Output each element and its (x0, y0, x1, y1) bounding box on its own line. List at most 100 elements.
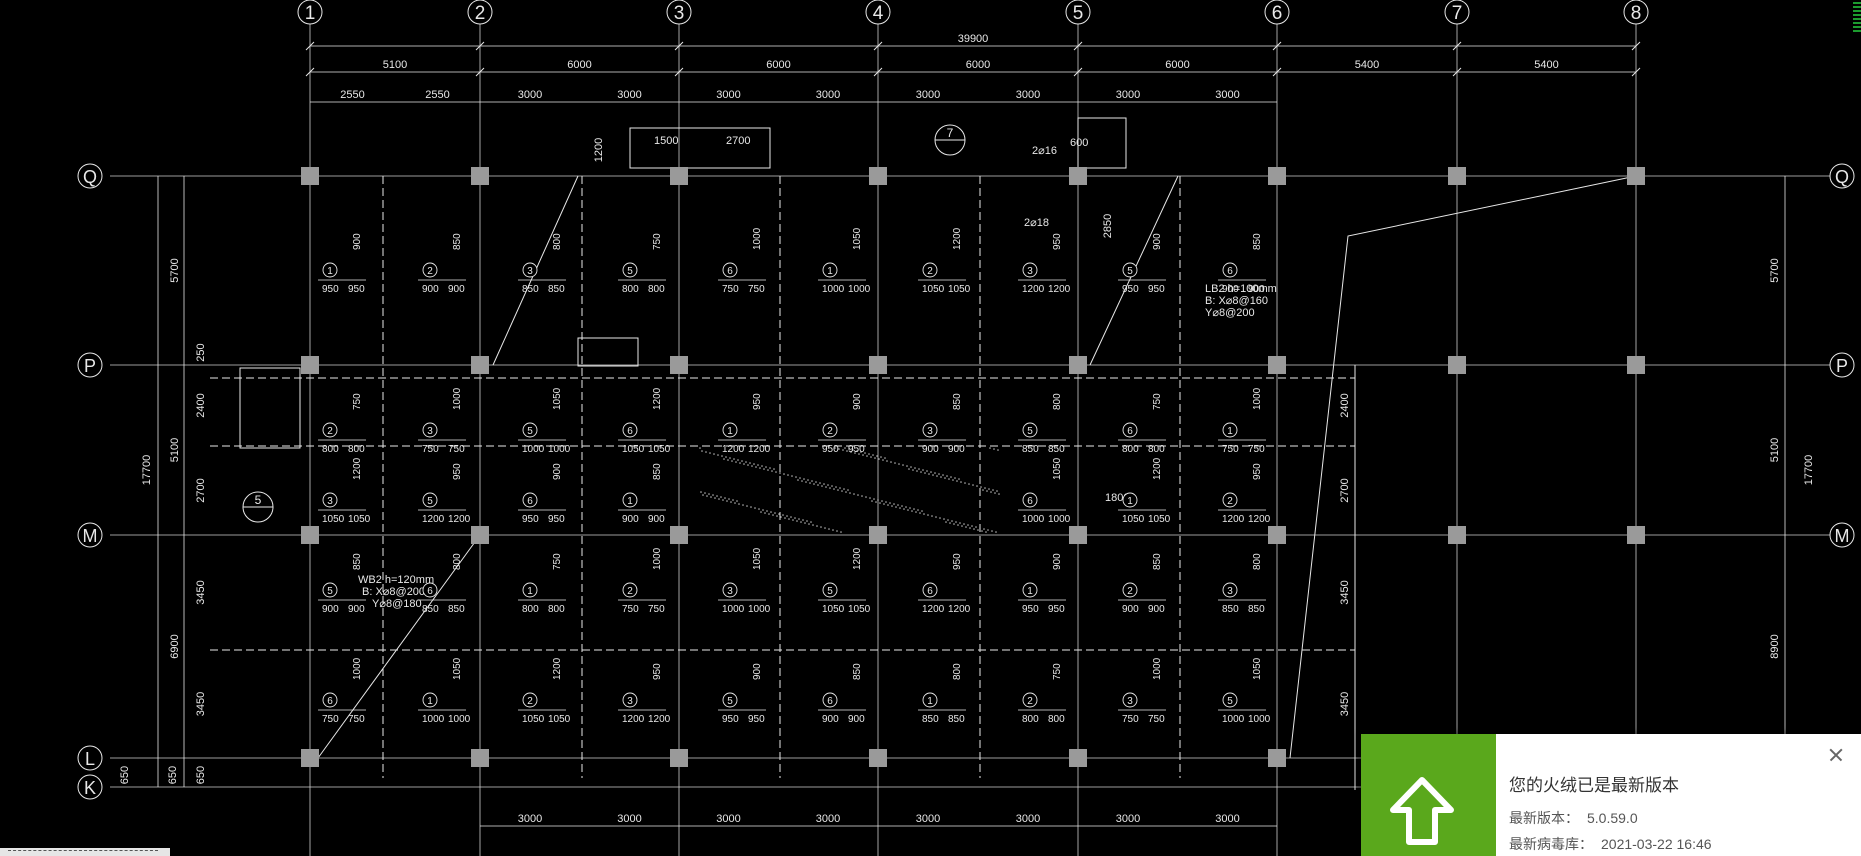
col-axis-bubble (666, 0, 692, 25)
slab-mark-number: 3 (427, 426, 433, 437)
dim-tick (1452, 41, 1462, 51)
rebar-value: 750 (648, 604, 665, 615)
opening-box (577, 337, 639, 367)
rebar-value: 900 (648, 514, 665, 525)
hatch-dot (912, 469, 914, 471)
note-text: 1500 (654, 135, 678, 147)
slab-mark (922, 422, 938, 438)
close-icon[interactable] (1825, 744, 1847, 766)
hatch-dot (733, 458, 735, 460)
hatch-dot (840, 531, 842, 533)
hatch-dot (968, 483, 970, 485)
hatch-dot (931, 515, 933, 517)
rebar-value: 1050 (1052, 457, 1063, 480)
hatch-dot (701, 450, 703, 452)
dim-sub: 3000 (716, 89, 740, 101)
version-label: 最新版本： (1509, 810, 1579, 826)
column (1069, 167, 1087, 185)
note-text: Y⌀8@180 (372, 598, 422, 610)
hatch-dot (754, 507, 756, 509)
col-axis-bubble (1623, 0, 1649, 25)
hatch-dot (877, 499, 879, 501)
hatch-dot (990, 491, 992, 493)
hatch-dot (985, 531, 987, 533)
slab-mark (522, 692, 538, 708)
hatch-dot (742, 504, 744, 506)
slab-mark-number: 2 (327, 426, 333, 437)
hatch-dot (948, 478, 950, 480)
hatch-dot (794, 517, 796, 519)
hatch-dot (829, 487, 831, 489)
slab-mark (922, 692, 938, 708)
row-axis-bubble (77, 522, 103, 548)
rebar-value: 900 (322, 604, 339, 615)
dim-left-sub: 2700 (195, 478, 207, 502)
detail-callout-number: 7 (947, 126, 954, 140)
hatch-dot (796, 520, 798, 522)
rebar-value: 900 (448, 284, 465, 295)
hatch-dot (774, 512, 776, 514)
hatch-dot (915, 511, 917, 513)
hatch-dot (791, 475, 793, 477)
hatch-dot (750, 506, 752, 508)
column (869, 356, 887, 374)
slab-mark-number: 3 (1027, 266, 1033, 277)
hatch-dot (943, 518, 945, 520)
hatch-dot (728, 498, 730, 500)
hatch-dot (890, 461, 892, 463)
dim-tick (1452, 67, 1462, 77)
hatch-dot (908, 468, 910, 470)
column (869, 167, 887, 185)
hatch-dot (746, 505, 748, 507)
slab-mark-number: 3 (527, 266, 533, 277)
hatch-dot (747, 464, 749, 466)
rebar-value: 950 (722, 714, 739, 725)
dim-tick (873, 41, 883, 51)
rebar-value: 800 (622, 284, 639, 295)
rebar-value: 1000 (1048, 514, 1071, 525)
slab-mark-number: 2 (927, 266, 933, 277)
hatch-dot (854, 452, 856, 454)
dim-left: 5100 (169, 438, 181, 462)
slab-mark (422, 692, 438, 708)
rebar-value: 1050 (848, 604, 871, 615)
slab-outline (1289, 175, 1637, 759)
slab-mark (1022, 492, 1038, 508)
row-axis-bubble-right (1829, 163, 1855, 189)
hatch-dot (776, 515, 778, 517)
hatch-dot (836, 530, 838, 532)
hatch-dot (914, 467, 916, 469)
slab-mark (1222, 492, 1238, 508)
slab-mark-number: 6 (827, 696, 833, 707)
slab-mark-number: 3 (1127, 696, 1133, 707)
hatch-dot (906, 465, 908, 467)
hatch-dot (884, 457, 886, 459)
rebar-value: 1050 (752, 547, 763, 570)
hatch-dot (767, 469, 769, 471)
hatch-dot (714, 497, 716, 499)
slab-mark-number: 5 (327, 586, 333, 597)
hatch-dot (813, 483, 815, 485)
dim-right-sub: 2700 (1339, 478, 1351, 502)
slab-mark-number: 1 (827, 266, 833, 277)
column (869, 749, 887, 767)
command-line-strip[interactable] (0, 848, 170, 856)
slab-mark-number: 6 (627, 426, 633, 437)
slab-mark (1022, 422, 1038, 438)
slab-mark (922, 582, 938, 598)
rebar-value: 1200 (1152, 457, 1163, 480)
rebar-value: 1200 (448, 514, 471, 525)
hatch-dot (799, 477, 801, 479)
hatch-dot (935, 516, 937, 518)
rebar-value: 1000 (848, 284, 871, 295)
rebar-value: 1050 (948, 284, 971, 295)
row-axis-label-right: Q (1835, 167, 1849, 187)
dim-bottom: 3000 (916, 813, 940, 825)
rebar-value: 750 (748, 284, 765, 295)
dim-tick (1631, 41, 1641, 51)
hatch-dot (976, 485, 978, 487)
rebar-value: 1000 (722, 604, 745, 615)
hatch-dot (708, 493, 710, 495)
rebar-value: 750 (722, 284, 739, 295)
